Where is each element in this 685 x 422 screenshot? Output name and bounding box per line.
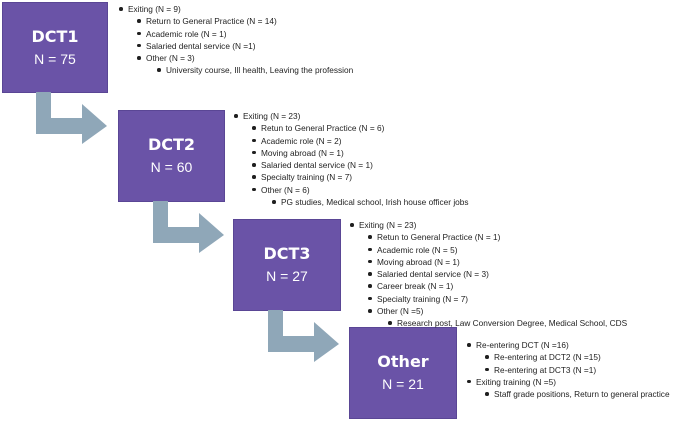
stage-count: N = 27 — [266, 268, 308, 284]
list-item: Retun to General Practice (N = 1) — [368, 231, 627, 243]
notes-dct2: Exiting (N = 23) Retun to General Practi… — [234, 110, 469, 208]
list-item: Specialty training (N = 7) — [252, 171, 469, 183]
exiting-detail: Staff grade positions, Return to general… — [485, 388, 670, 400]
flow-arrow-dct2-dct3 — [153, 201, 224, 253]
stage-box-dct2: DCT2 N = 60 — [118, 110, 225, 202]
list-item: Re-entering at DCT3 (N =1) — [485, 364, 670, 376]
stage-title: DCT2 — [147, 135, 196, 154]
list-item: Other (N = 6) PG studies, Medical school… — [252, 184, 469, 209]
list-item: Salaried dental service (N =1) — [137, 40, 353, 52]
list-item: Other (N =5) Research post, Law Conversi… — [368, 305, 627, 330]
notes-dct3: Exiting (N = 23) Retun to General Practi… — [350, 219, 627, 330]
flow-arrow-dct3-other — [268, 310, 339, 362]
list-item: Salaried dental service (N = 1) — [252, 159, 469, 171]
other-detail: PG studies, Medical school, Irish house … — [272, 196, 469, 208]
exiting-item: Exiting (N = 23) Retun to General Practi… — [234, 110, 469, 208]
list-item: Return to General Practice (N = 14) — [137, 15, 353, 27]
stage-count: N = 60 — [150, 159, 193, 175]
exiting-training-item: Exiting training (N =5) Staff grade posi… — [467, 376, 670, 401]
flow-arrow-dct1-dct2 — [36, 92, 107, 144]
list-item: Moving abroad (N = 1) — [368, 256, 627, 268]
stage-title: DCT1 — [31, 26, 79, 46]
list-item: Salaried dental service (N = 3) — [368, 268, 627, 280]
other-detail: University course, Ill health, Leaving t… — [157, 64, 353, 76]
stage-box-other: Other N = 21 — [349, 327, 457, 419]
notes-other: Re-entering DCT (N =16) Re-entering at D… — [467, 339, 670, 400]
list-item: Moving abroad (N = 1) — [252, 147, 469, 159]
list-item: Specialty training (N = 7) — [368, 293, 627, 305]
list-item: Academic role (N = 2) — [252, 135, 469, 147]
exiting-item: Exiting (N = 23) Retun to General Practi… — [350, 219, 627, 330]
other-detail: Research post, Law Conversion Degree, Me… — [388, 317, 627, 329]
list-item: Other (N = 3) University course, Ill hea… — [137, 52, 353, 77]
list-item: Career break (N = 1) — [368, 280, 627, 292]
stage-count: N = 75 — [34, 50, 76, 67]
stage-count: N = 21 — [382, 376, 424, 392]
reentering-item: Re-entering DCT (N =16) Re-entering at D… — [467, 339, 670, 376]
list-item: Retun to General Practice (N = 6) — [252, 122, 469, 134]
notes-dct1: Exiting (N = 9) Return to General Practi… — [119, 3, 353, 77]
list-item: Academic role (N = 1) — [137, 28, 353, 40]
list-item: Re-entering at DCT2 (N =15) — [485, 351, 670, 363]
stage-title: Other — [377, 352, 429, 371]
stage-box-dct3: DCT3 N = 27 — [233, 219, 341, 311]
exiting-item: Exiting (N = 9) Return to General Practi… — [119, 3, 353, 77]
list-item: Academic role (N = 5) — [368, 244, 627, 256]
stage-title: DCT3 — [263, 244, 311, 263]
stage-box-dct1: DCT1 N = 75 — [2, 2, 108, 93]
